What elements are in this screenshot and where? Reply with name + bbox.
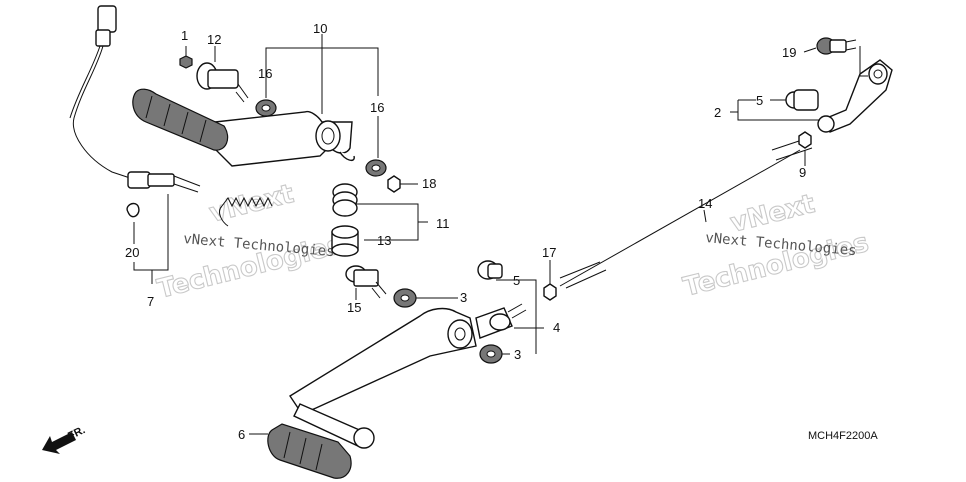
shift-rod-part (559, 137, 813, 289)
collar-part (331, 225, 359, 257)
callout-19: 19 (782, 45, 796, 60)
callout-20: 20 (125, 245, 139, 260)
callout-14: 14 (698, 196, 712, 211)
washer-3-upper-part (393, 288, 417, 308)
callout-4: 4 (553, 320, 560, 335)
diagram-code: MCH4F2200A (808, 430, 878, 442)
callout-18: 18 (422, 176, 436, 191)
callout-labels: 1 2 3 3 4 5 5 6 7 9 10 11 12 13 14 15 16… (125, 21, 806, 442)
callout-5-left: 5 (513, 273, 520, 288)
nut-18-part (387, 175, 401, 193)
small-nut-part (179, 55, 193, 69)
shift-arm-part (817, 59, 893, 133)
callout-3-lower: 3 (514, 347, 521, 362)
bolt-19-part (816, 37, 857, 55)
callout-5-right: 5 (756, 93, 763, 108)
front-arrow-icon (42, 432, 76, 454)
pedal-rubber-part (267, 423, 352, 479)
callout-17: 17 (542, 245, 556, 260)
washer-3-lower-part (479, 344, 503, 364)
callout-16-right: 16 (370, 100, 384, 115)
switch-cable-part (69, 5, 201, 193)
spring-part (219, 196, 273, 227)
callout-1: 1 (181, 28, 188, 43)
washer-upper-part (255, 99, 277, 117)
callout-3-upper: 3 (460, 290, 467, 305)
watermark-vnext-outline-right: vNext (727, 189, 817, 239)
callout-13: 13 (377, 233, 391, 248)
front-direction-marker: FR. (42, 424, 87, 454)
rubber-grip-part (132, 88, 229, 151)
joint-right-part (785, 89, 819, 111)
pivot-bolt-part (196, 62, 249, 103)
front-label: FR. (66, 424, 87, 443)
washer-right-part (365, 159, 387, 177)
footrest-bracket-part (132, 88, 355, 167)
leader-lines (133, 34, 868, 435)
gearshift-pedal-part (289, 303, 527, 449)
callout-10: 10 (313, 21, 327, 36)
nut-17-part (543, 283, 557, 301)
nut-9-part (798, 131, 812, 149)
callout-6: 6 (238, 427, 245, 442)
pivot-bolt-15-part (345, 265, 387, 299)
callout-9: 9 (799, 165, 806, 180)
watermark-left: vNext Technologies vNext Technologies (154, 178, 346, 305)
callout-16-left: 16 (258, 66, 272, 81)
watermark-vnext-outline-left: vNext (206, 179, 296, 229)
callout-7: 7 (147, 294, 154, 309)
callout-11: 11 (436, 216, 450, 231)
callout-15: 15 (347, 300, 361, 315)
joint-left-part (477, 260, 503, 280)
clip-part (126, 202, 140, 218)
return-spring-part (332, 183, 358, 217)
callout-2: 2 (714, 105, 721, 120)
callout-12: 12 (207, 32, 221, 47)
